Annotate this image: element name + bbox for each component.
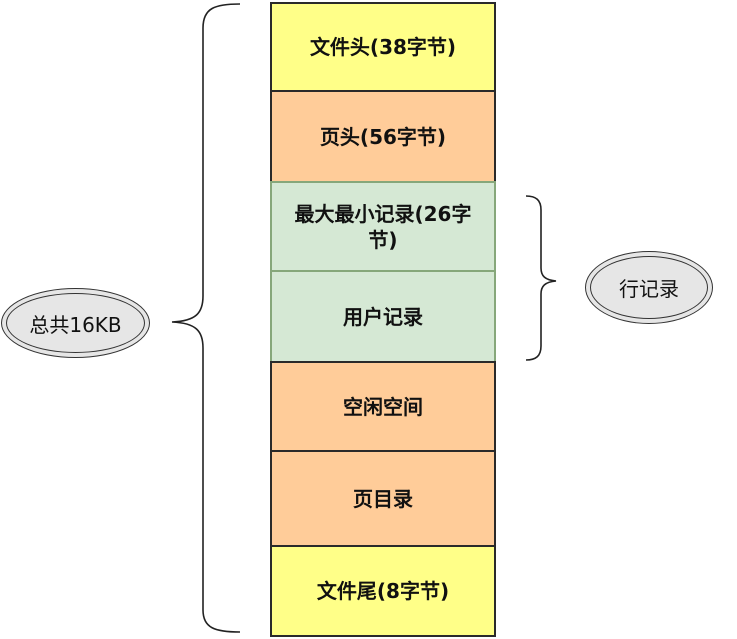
row-records-label: 行记录 <box>619 277 679 301</box>
user-records-label: 用户记录 <box>343 304 423 329</box>
page-directory-block: 页目录 <box>270 450 496 547</box>
file-trailer-block: 文件尾(8字节) <box>270 545 496 637</box>
page-header-block: 页头(56字节) <box>270 90 496 183</box>
row-records-ellipse-inner <box>590 256 708 319</box>
file-header-label: 文件头(38字节) <box>309 35 457 59</box>
row-records-ellipse: 行记录 <box>585 251 713 324</box>
infimum-supremum-label: 最大最小记录(26字节) <box>294 201 472 252</box>
total-size-ellipse-inner <box>6 293 145 353</box>
page-header-label: 页头(56字节) <box>319 124 447 149</box>
free-space-block: 空闲空间 <box>270 361 496 452</box>
file-header-block: 文件头(38字节) <box>270 2 496 92</box>
row-records-brace <box>525 195 557 361</box>
total-brace <box>171 3 241 633</box>
total-size-label: 总共16KB <box>29 312 122 337</box>
file-trailer-label: 文件尾(8字节) <box>316 579 450 603</box>
user-records-block: 用户记录 <box>270 270 496 363</box>
page-directory-label: 页目录 <box>353 486 413 511</box>
infimum-supremum-block: 最大最小记录(26字节) <box>270 181 496 272</box>
free-space-label: 空闲空间 <box>343 394 423 419</box>
total-size-ellipse: 总共16KB <box>1 288 150 358</box>
